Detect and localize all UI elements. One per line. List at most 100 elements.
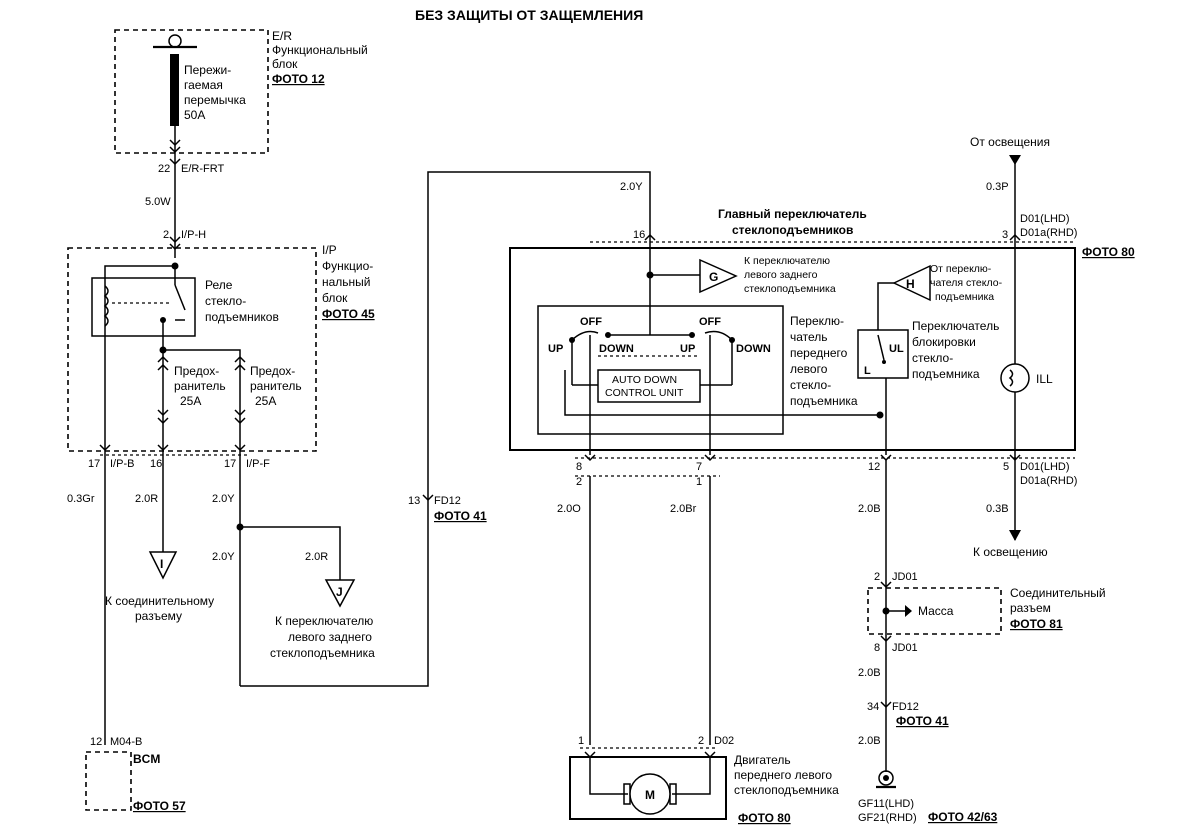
lighting-in-pin: 3 bbox=[1002, 229, 1008, 241]
wire-0-3b: 0.3B bbox=[986, 503, 1009, 515]
lock-l: L bbox=[864, 365, 871, 377]
lighting-in-conn-2: D01a(RHD) bbox=[1020, 227, 1077, 239]
svg-text:ранитель: ранитель bbox=[174, 379, 226, 393]
relay: Реле стекло- подъемников bbox=[91, 277, 279, 337]
lighting-in-conn-1: D01(LHD) bbox=[1020, 213, 1070, 225]
svg-text:CONTROL UNIT: CONTROL UNIT bbox=[605, 387, 684, 399]
bcm-label: BCM bbox=[133, 752, 160, 766]
er-fuse-box: E/R Функциональный блок ФОТО 12 bbox=[114, 29, 368, 154]
bcm-pin: 12 bbox=[90, 736, 102, 748]
motor-pin-1: 1 bbox=[578, 735, 584, 747]
connector-j: J К переключателю левого заднего стеклоп… bbox=[270, 579, 375, 660]
wire-2-0y-top: 2.0Y bbox=[620, 181, 643, 193]
ip-fuse-box: I/P Функцио- нальный блок ФОТО 45 bbox=[67, 243, 375, 452]
svg-text:стекло-: стекло- bbox=[912, 351, 953, 365]
connector-i: I К соединительному разъему bbox=[105, 551, 214, 623]
lock-ul: UL bbox=[889, 343, 904, 355]
main-window-switch: Главный переключатель стеклоподъемников … bbox=[509, 207, 1135, 451]
lock-switch-label: Переключатель bbox=[912, 319, 999, 333]
svg-text:стеклоподъемников: стеклоподъемников bbox=[732, 223, 853, 237]
wire-2-0r-b: 2.0R bbox=[305, 551, 328, 563]
jd01-label: Соединительный bbox=[1010, 586, 1106, 600]
jd01-bottom-pin: 8 bbox=[874, 642, 880, 654]
ip-label: I/P bbox=[322, 243, 337, 257]
svg-text:блок: блок bbox=[322, 291, 348, 305]
er-label-3: блок bbox=[272, 57, 298, 71]
auto-down-unit: AUTO DOWN bbox=[612, 374, 677, 386]
svg-text:гаемая: гаемая bbox=[184, 78, 223, 92]
svg-text:переднего: переднего bbox=[790, 346, 848, 360]
wire-2-0b-a: 2.0B bbox=[858, 503, 881, 515]
svg-text:чателя стекло-: чателя стекло- bbox=[930, 277, 1003, 289]
front-left-switch: OFF OFF UP DOWN UP DOWN AUTO DOWN CONTRO… bbox=[537, 305, 884, 455]
wire-0-3gr: 0.3Gr bbox=[67, 493, 95, 505]
pin-1: 1 bbox=[696, 476, 702, 488]
svg-text:От переклю-: От переклю- bbox=[930, 263, 992, 275]
off-label-2: OFF bbox=[699, 316, 721, 328]
off-label-1: OFF bbox=[580, 316, 602, 328]
wire-2-0b-c: 2.0B bbox=[858, 735, 881, 747]
ground-gf11: GF11(LHD) bbox=[858, 798, 914, 810]
jd01-top-name: JD01 bbox=[892, 571, 918, 583]
motor-photo: ФОТО 80 bbox=[738, 811, 791, 825]
down-label-1: DOWN bbox=[599, 343, 634, 355]
lighting-out-label: К освещению bbox=[973, 545, 1048, 559]
jd01-junction: 2 JD01 Масса Соединительный разъем ФОТО … bbox=[867, 571, 1106, 654]
conn-16-pin: 16 bbox=[150, 458, 162, 470]
svg-text:чатель: чатель bbox=[790, 330, 828, 344]
svg-text:Пережи-: Пережи- bbox=[184, 63, 231, 77]
ground-photo: ФОТО 42/63 bbox=[928, 810, 998, 824]
jd01-top-pin: 2 bbox=[874, 571, 880, 583]
svg-text:разъем: разъем bbox=[1010, 601, 1051, 615]
svg-text:подъемника: подъемника bbox=[912, 367, 980, 381]
motor-pin-2: 2 bbox=[698, 735, 704, 747]
svg-text:К переключателю: К переключателю bbox=[744, 255, 830, 267]
ipf-conn-name: I/P-F bbox=[246, 458, 270, 470]
relay-label: Реле bbox=[205, 278, 233, 292]
wire-2-0y-b: 2.0Y bbox=[212, 551, 235, 563]
wire-0-3p: 0.3P bbox=[986, 181, 1009, 193]
pin-12: 12 bbox=[868, 461, 880, 473]
fd12-a-name: FD12 bbox=[434, 495, 461, 507]
fd12-b-name: FD12 bbox=[892, 701, 919, 713]
wire-2-0b-b: 2.0B bbox=[858, 667, 881, 679]
lighting-out-conn-2: D01a(RHD) bbox=[1020, 475, 1077, 487]
ipf-conn-pin: 17 bbox=[224, 458, 236, 470]
fd12-b-pin: 34 bbox=[867, 701, 879, 713]
svg-text:50A: 50A bbox=[184, 108, 205, 122]
lighting-out-pin: 5 bbox=[1003, 461, 1009, 473]
svg-text:переднего левого: переднего левого bbox=[734, 768, 832, 782]
ill-label: ILL bbox=[1036, 372, 1053, 386]
motor-connector: D02 bbox=[714, 735, 734, 747]
svg-text:разъему: разъему bbox=[135, 609, 182, 623]
main-switch-title: Главный переключатель bbox=[718, 207, 867, 221]
er-label: E/R bbox=[272, 29, 292, 43]
mass-label: Масса bbox=[918, 604, 954, 618]
ipb-conn-name: I/P-B bbox=[110, 458, 134, 470]
svg-text:25A: 25A bbox=[180, 394, 201, 408]
motor-label: Двигатель bbox=[734, 753, 791, 767]
fuse-25a-left: Предох- ранитель 25A bbox=[157, 355, 226, 425]
connector-g: G К переключателю левого заднего стеклоп… bbox=[699, 255, 836, 295]
svg-text:стеклоподъемника: стеклоподъемника bbox=[734, 783, 839, 797]
ipb-conn-pin: 17 bbox=[88, 458, 100, 470]
svg-text:подъемника: подъемника bbox=[790, 394, 858, 408]
fuse-25a-right: Предох- ранитель 25A bbox=[234, 355, 302, 425]
er-conn-name: E/R-FRT bbox=[181, 163, 224, 175]
window-motor: 1 2 D02 M Двигатель переднего левого сте… bbox=[569, 735, 839, 825]
wire-2-0br: 2.0Br bbox=[670, 503, 697, 515]
ip-photo-ref: ФОТО 45 bbox=[322, 307, 375, 321]
svg-text:подъемника: подъемника bbox=[935, 291, 994, 303]
fusible-link-50a: Пережи- гаемая перемычка 50A bbox=[153, 34, 246, 126]
bcm-connector: M04-B bbox=[110, 736, 142, 748]
lighting-out-conn-1: D01(LHD) bbox=[1020, 461, 1070, 473]
er-photo-ref: ФОТО 12 bbox=[272, 72, 325, 86]
fd12-a-photo: ФОТО 41 bbox=[434, 509, 487, 523]
up-label-2: UP bbox=[680, 343, 695, 355]
bcm-photo: ФОТО 57 bbox=[133, 799, 186, 813]
er-conn-pin: 22 bbox=[158, 163, 170, 175]
pin-8: 8 bbox=[576, 461, 582, 473]
lighting-in-label: От освещения bbox=[970, 135, 1050, 149]
connector-h-letter: H bbox=[906, 277, 915, 291]
